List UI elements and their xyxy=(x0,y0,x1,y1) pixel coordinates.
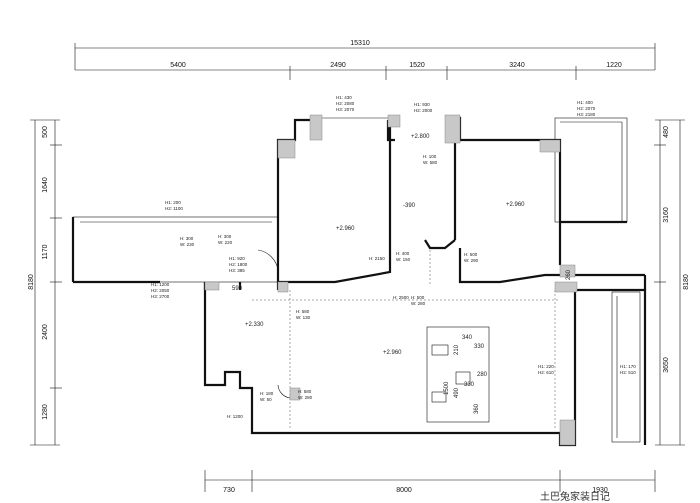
living-window-h2: H2: 610 xyxy=(538,370,554,375)
opening-4-h3: H3: 2700 xyxy=(151,294,170,299)
right-dimensions: 480 3160 3650 8180 xyxy=(654,119,690,446)
elevation-bedroom-mid: -390 xyxy=(403,203,416,209)
closet-w: W: 150 xyxy=(396,257,411,262)
bottom-dim-2: 8000 xyxy=(396,487,412,494)
watermark: 土巴兔家装日记 xyxy=(540,490,610,503)
left-dim-2: 1640 xyxy=(42,177,49,193)
dim-210: 210 xyxy=(454,344,460,355)
opening-3-h3: H3: 385 xyxy=(229,268,245,273)
bed2-vent-h: H: 500 xyxy=(464,252,478,257)
left-dim-5: 1280 xyxy=(42,404,49,420)
opening-4-h1: H1: 1200 xyxy=(151,282,170,287)
dining-vent-w: W: 280 xyxy=(298,395,313,400)
bottom-dimensions: 730 8000 1930 xyxy=(204,470,656,494)
left-total-dim: 8180 xyxy=(28,274,35,290)
bath-vent-h: H: 100 xyxy=(423,154,437,159)
door-swing xyxy=(257,249,279,271)
dim-490: 490 xyxy=(454,387,460,398)
kitchen-vent-w: W: 130 xyxy=(296,315,311,320)
balcony-left-h1: H1: 200 xyxy=(165,200,181,205)
top-window-b-h2: H2: 2000 xyxy=(414,108,433,113)
elevation-bedroom-right: +2.960 xyxy=(506,202,525,208)
beam-2-h: H: 500 xyxy=(411,295,425,300)
opening-4-h2: H2: 2050 xyxy=(151,288,170,293)
small-vent-w: W: 50 xyxy=(260,397,272,402)
balcony-left-h2: H2: 1100 xyxy=(165,206,183,211)
dining-vent-h: H: 580 xyxy=(298,389,312,394)
dim-1500: 1500 xyxy=(444,381,450,395)
structural-columns xyxy=(204,114,578,446)
top-dim-4: 3240 xyxy=(509,62,525,69)
door-swing-2 xyxy=(277,384,291,399)
elevation-labels: +2.960 -390 +2.960 +2.330 +2.960 +2.800 xyxy=(245,134,525,356)
dim-360: 360 xyxy=(474,403,480,414)
right-window-h2: H2: 510 xyxy=(620,370,636,375)
walls xyxy=(71,116,647,447)
elevation-living: +2.960 xyxy=(383,350,402,356)
top-window-b-h1: H1: 930 xyxy=(414,102,430,107)
left-dimensions: 8180 500 1640 1170 2400 1280 xyxy=(28,119,62,446)
opening-3-h2: H2: 1800 xyxy=(229,262,248,267)
dim-260: 260 xyxy=(566,269,572,280)
elevation-mid-top: +2.800 xyxy=(411,134,430,140)
bottom-dim-1: 730 xyxy=(223,487,235,494)
kitchen-height: H: 1200 xyxy=(227,414,243,419)
right-window-h1: H1: 170 xyxy=(620,364,636,369)
bed-door-h: H: 2150 xyxy=(369,256,385,261)
right-dim-2: 3160 xyxy=(663,207,670,223)
living-window-h1: H1: 220 xyxy=(538,364,554,369)
top-dim-5: 1220 xyxy=(606,62,622,69)
right-total-dim: 8180 xyxy=(683,274,690,290)
bottom-dim-3: 1930 xyxy=(592,487,608,494)
kitchen-vent-h: H: 580 xyxy=(296,309,310,314)
small-vent-h: H: 180 xyxy=(260,391,274,396)
elevation-bedroom-main: +2.960 xyxy=(336,226,355,232)
top-right-window-h1: H1: 400 xyxy=(577,100,593,105)
top-dim-1: 5400 xyxy=(170,62,186,69)
dim-330b: 330 xyxy=(464,382,475,388)
top-dim-2: 2490 xyxy=(330,62,346,69)
right-dim-1: 480 xyxy=(663,126,670,138)
opening-1-h: H: 300 xyxy=(180,236,194,241)
dim-340: 340 xyxy=(462,335,473,341)
opening-3-h1: H1: 920 xyxy=(229,256,245,261)
beam-2-w: W: 280 xyxy=(411,301,426,306)
bath-vent-w: W: 580 xyxy=(423,160,438,165)
top-window-a-h2: H2: 2080 xyxy=(336,101,355,106)
top-dim-3: 1520 xyxy=(409,62,425,69)
kitchen-island xyxy=(426,326,490,423)
bed2-vent-w: W: 290 xyxy=(464,258,479,263)
top-right-window-h3: H3: 2180 xyxy=(577,112,596,117)
dim-330a: 330 xyxy=(474,344,485,350)
closet-h: H: 400 xyxy=(396,251,410,256)
dim-280: 280 xyxy=(477,372,488,378)
elevation-kitchen: +2.330 xyxy=(245,322,264,328)
left-dim-1: 500 xyxy=(42,126,49,138)
opening-2-w: W: 220 xyxy=(218,240,233,245)
left-dim-4: 2400 xyxy=(42,324,49,340)
right-dim-3: 3650 xyxy=(663,357,670,373)
beam-1-h: H: 2500 xyxy=(393,295,409,300)
top-right-window-h2: H2: 2070 xyxy=(577,106,596,111)
opening-1-w: W: 230 xyxy=(180,242,195,247)
top-dimensions: 15310 5400 2490 1520 3240 1220 xyxy=(74,40,656,80)
dim-590: 590 xyxy=(232,286,243,292)
left-dim-3: 1170 xyxy=(42,244,49,259)
opening-2-h: H: 300 xyxy=(218,234,232,239)
annotations: H1: 430 H2: 2080 H3: 2070 H1: 930 H2: 20… xyxy=(151,95,636,419)
top-window-a-h3: H3: 2070 xyxy=(336,107,355,112)
top-window-a-h1: H1: 430 xyxy=(336,95,352,100)
top-total-dim: 15310 xyxy=(350,40,370,47)
